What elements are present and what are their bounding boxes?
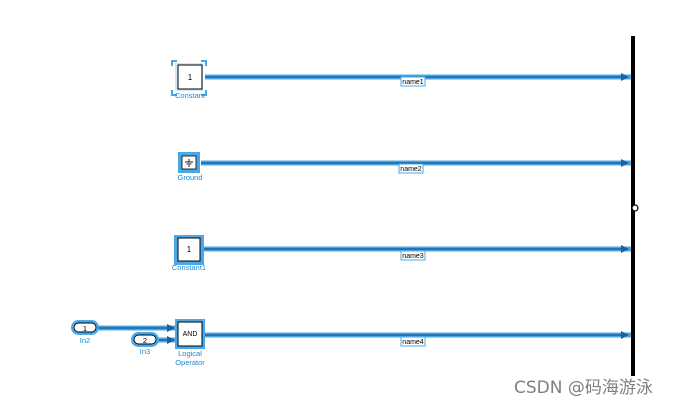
svg-text:name2: name2 — [400, 166, 422, 173]
in2-port-block[interactable]: 1 In2 — [71, 320, 99, 345]
svg-text:1: 1 — [188, 73, 193, 82]
in3-label: In3 — [140, 347, 150, 356]
svg-text:1: 1 — [187, 245, 192, 254]
ground-icon — [185, 159, 193, 167]
svg-text:name4: name4 — [402, 339, 424, 346]
ground-block[interactable]: Ground — [177, 152, 203, 182]
svg-text:AND: AND — [183, 331, 198, 338]
in2-label: In2 — [80, 336, 90, 345]
svg-text:2: 2 — [143, 336, 147, 345]
bus-output-port[interactable] — [631, 204, 639, 212]
signal-label-name4[interactable]: name4 — [400, 336, 426, 347]
svg-text:name3: name3 — [402, 253, 424, 260]
logical-operator-block[interactable]: AND Logical Operator — [175, 319, 205, 367]
signal-label-name2[interactable]: name2 — [398, 163, 424, 174]
constant-label: Constant — [175, 91, 206, 100]
in3-port-block[interactable]: 2 In3 — [131, 332, 159, 356]
signal-label-name1[interactable]: name1 — [400, 76, 426, 87]
logical-operator-label-line2: Operator — [175, 358, 205, 367]
constant1-block[interactable]: 1 Constant1 — [172, 235, 206, 272]
svg-text:1: 1 — [83, 324, 87, 333]
constant1-label: Constant1 — [172, 263, 206, 272]
watermark: CSDN @码海游泳 — [514, 378, 653, 398]
ground-label: Ground — [177, 173, 202, 182]
logical-operator-label-line1: Logical — [178, 349, 202, 358]
constant-block[interactable]: 1 Constant — [171, 60, 207, 100]
signal-label-name3[interactable]: name3 — [400, 250, 426, 261]
svg-text:name1: name1 — [402, 79, 424, 86]
